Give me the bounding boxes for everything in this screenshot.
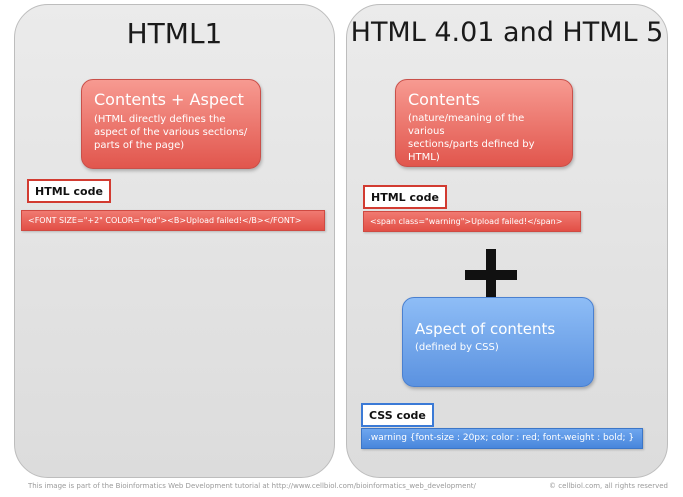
html1-panel: HTML1 Contents + Aspect (HTML directly d…	[14, 4, 335, 478]
contents-aspect-heading: Contents + Aspect	[94, 90, 244, 109]
html-code-label: HTML code	[27, 179, 111, 203]
contents-aspect-description: (HTML directly defines the aspect of the…	[94, 113, 250, 152]
aspect-of-contents-box: Aspect of contents (defined by CSS)	[402, 297, 594, 387]
contents-description: (nature/meaning of the various sections/…	[408, 112, 562, 164]
description-line: parts of the page)	[94, 140, 185, 151]
description-line: sections/parts defined by HTML)	[408, 139, 535, 163]
footer-copyright: © cellbiol.com, all rights reserved	[549, 482, 668, 490]
contents-aspect-box: Contents + Aspect (HTML directly defines…	[81, 79, 261, 169]
css-code-label: CSS code	[361, 403, 434, 427]
html5-code-snippet: <span class="warning">Upload failed!</sp…	[363, 211, 581, 232]
html-code-label: HTML code	[363, 185, 447, 209]
html5-title: HTML 4.01 and HTML 5	[350, 17, 664, 48]
description-line: (HTML directly defines the	[94, 114, 226, 125]
html5-panel: HTML 4.01 and HTML 5 Contents (nature/me…	[346, 4, 668, 478]
css-code-snippet: .warning {font-size : 20px; color : red;…	[361, 428, 643, 449]
html1-title: HTML1	[126, 17, 223, 50]
footer-credit: This image is part of the Bioinformatics…	[28, 482, 668, 490]
footer-tutorial-text: This image is part of the Bioinformatics…	[28, 482, 476, 490]
description-line: aspect of the various sections/	[94, 127, 248, 138]
description-line: (nature/meaning of the various	[408, 113, 525, 137]
plus-icon	[465, 249, 517, 301]
contents-heading: Contents	[408, 90, 480, 109]
aspect-of-contents-description: (defined by CSS)	[415, 342, 499, 353]
contents-box: Contents (nature/meaning of the various …	[395, 79, 573, 167]
html1-code-snippet: <FONT SIZE="+2" COLOR="red"><B>Upload fa…	[21, 210, 325, 231]
aspect-of-contents-heading: Aspect of contents	[415, 320, 556, 338]
